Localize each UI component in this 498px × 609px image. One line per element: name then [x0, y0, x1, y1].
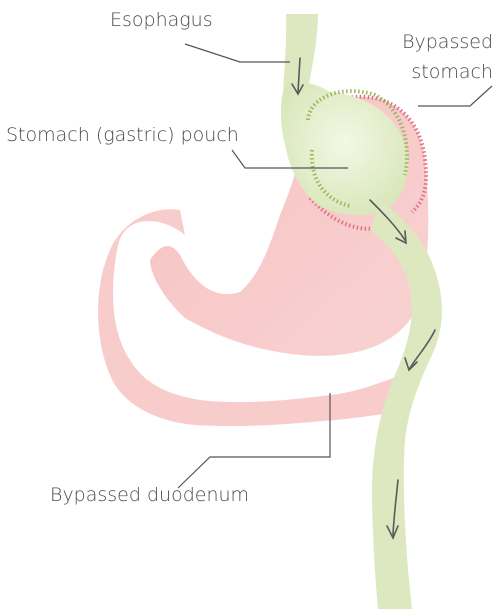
- label-bypassed-stomach-line1: Bypassed: [402, 31, 493, 53]
- esophagus: [283, 14, 318, 95]
- leader-esophagus: [185, 44, 290, 62]
- leader-bypassed-stomach: [418, 86, 492, 106]
- label-bypassed-duodenum: Bypassed duodenum: [50, 484, 249, 506]
- label-bypassed-stomach-line2: stomach: [411, 61, 493, 83]
- label-esophagus: Esophagus: [110, 9, 213, 31]
- label-stomach-pouch: Stomach (gastric) pouch: [6, 124, 239, 146]
